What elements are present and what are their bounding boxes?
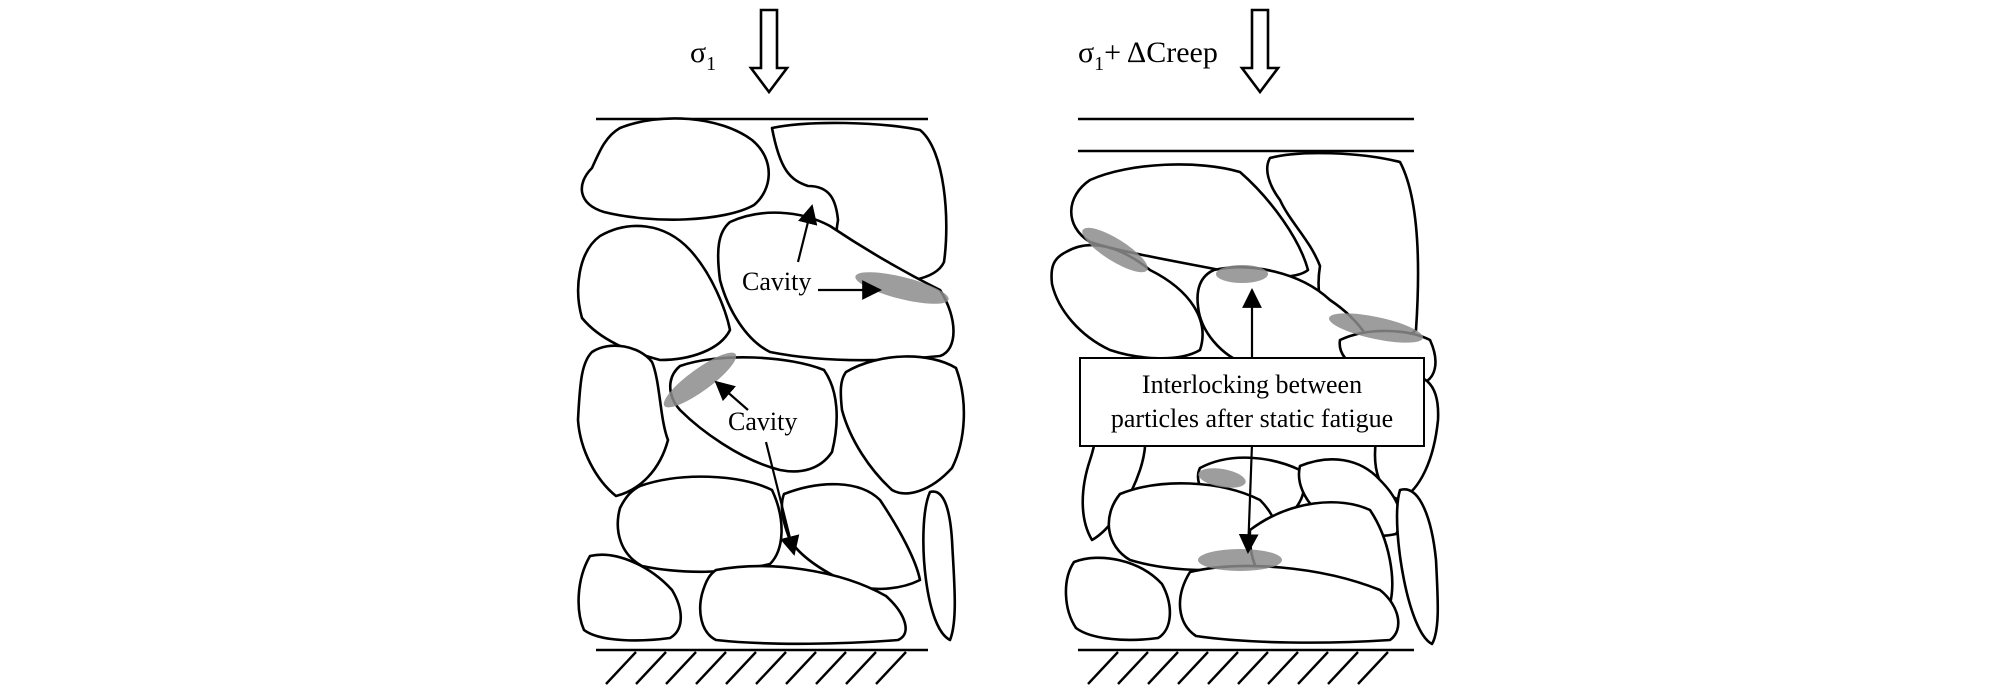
hatch-stroke — [605, 651, 637, 685]
right-sigma: σ — [1078, 36, 1094, 69]
left-particle — [839, 355, 966, 495]
left-particles — [576, 117, 966, 646]
left-particle — [922, 490, 957, 642]
right-contact-zone — [1082, 227, 1148, 273]
hatch-stroke — [785, 651, 817, 685]
right-load-arrow — [1239, 8, 1281, 95]
left-cavity-arrow — [764, 441, 800, 556]
hatch-stroke — [1207, 651, 1239, 685]
right-contact-zone — [1198, 468, 1246, 488]
hatch-stroke — [695, 651, 727, 685]
hatch-stroke — [665, 651, 697, 685]
right-callout-line1: Interlocking between — [1142, 370, 1362, 399]
right-contact-zone — [1198, 549, 1282, 571]
left-load-label: σ1 — [690, 36, 716, 75]
hatch-stroke — [635, 651, 667, 685]
hatch-stroke — [1267, 651, 1299, 685]
hatch-stroke — [1117, 651, 1149, 685]
hatch-stroke — [1237, 651, 1269, 685]
hatch-stroke — [1327, 651, 1359, 685]
hatch-stroke — [1147, 651, 1179, 685]
left-cavity-label-lower: Cavity — [728, 407, 797, 436]
right-load-suffix: + ΔCreep — [1104, 36, 1218, 69]
hatch-stroke — [815, 651, 847, 685]
right-base-hatch — [1087, 651, 1389, 685]
hatch-stroke — [1357, 651, 1389, 685]
hatch-stroke — [875, 651, 907, 685]
left-particle — [577, 553, 683, 642]
left-base-hatch — [605, 651, 907, 685]
hatch-stroke — [1087, 651, 1119, 685]
hatch-stroke — [1297, 651, 1329, 685]
hatch-stroke — [1177, 651, 1209, 685]
hatch-stroke — [725, 651, 757, 685]
left-particle — [576, 224, 732, 362]
right-sigma-subscript: 1 — [1094, 53, 1104, 75]
left-sigma-subscript: 1 — [706, 53, 716, 75]
hatch-stroke — [845, 651, 877, 685]
left-sigma: σ — [690, 36, 706, 69]
left-particle — [616, 475, 783, 574]
right-callout-line2: particles after static fatigue — [1111, 404, 1393, 433]
right-particle — [1178, 564, 1400, 644]
left-particle — [716, 211, 955, 362]
left-panel: σ1 Cavity Cavity — [576, 8, 966, 685]
left-cavity-arrow — [714, 380, 749, 411]
right-load-label: σ1+ ΔCreep — [1078, 36, 1218, 75]
right-callout-arrow-down — [1238, 443, 1259, 554]
left-particle — [576, 344, 670, 498]
right-particle — [1064, 556, 1172, 642]
left-particle — [698, 564, 907, 646]
right-panel: σ1+ ΔCreep — [1050, 8, 1440, 685]
right-particle — [1395, 488, 1440, 646]
left-cavity-arrow — [796, 204, 818, 263]
left-contact-zone — [663, 352, 737, 408]
left-particle — [580, 117, 771, 221]
left-particle — [668, 356, 838, 473]
left-cavity-label-upper: Cavity — [742, 267, 811, 296]
right-callout-box — [1079, 357, 1425, 447]
right-contact-zone — [1328, 313, 1424, 343]
hatch-stroke — [755, 651, 787, 685]
right-contact-zone — [1216, 265, 1268, 283]
left-load-arrow — [748, 8, 790, 95]
